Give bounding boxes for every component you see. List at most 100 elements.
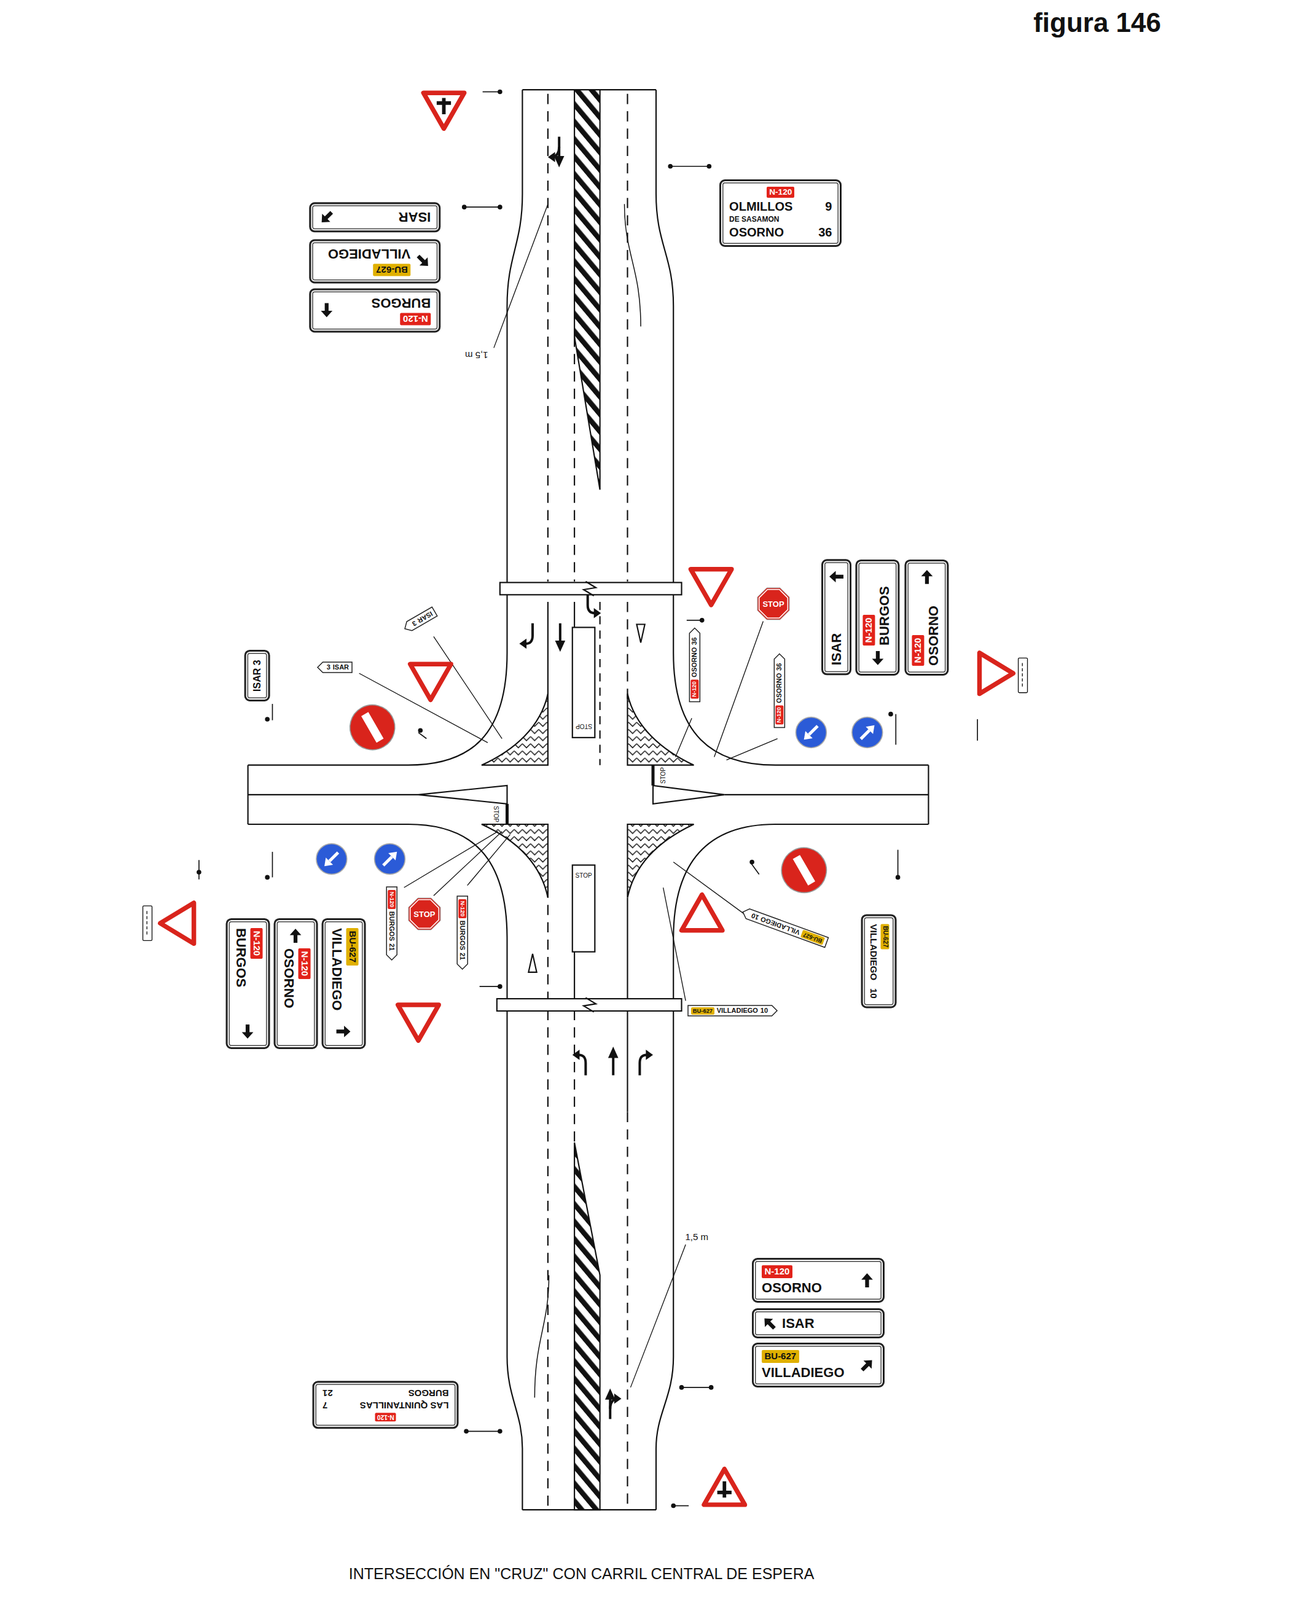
sign-leader-lines	[359, 621, 778, 1002]
direction-arrow	[318, 302, 335, 319]
destination-name: DE SASAMON	[729, 215, 779, 224]
flag-text: ISAR	[332, 663, 349, 672]
arrow-glyph	[318, 209, 335, 225]
flag-sign: N-120 OSORNO36	[688, 627, 701, 703]
stop-sign: STOP	[756, 586, 791, 622]
direction-sign: ISAR	[821, 559, 852, 676]
distance-km: 9	[825, 199, 832, 214]
flag-shape	[688, 1005, 778, 1017]
flag-text: BURGOS	[458, 920, 467, 950]
flag-sign: ISAR3	[401, 606, 438, 635]
distance-plates	[143, 657, 1028, 941]
destination-name: ISAR	[782, 1315, 815, 1332]
crossroads-warning-signs	[423, 92, 745, 1506]
direction-sign: BU-627VILLADIEGO	[321, 918, 366, 1050]
octagon-shape	[757, 587, 790, 620]
arrow-glyph	[242, 1024, 254, 1039]
direction-sign: N-120OSORNO	[904, 559, 949, 676]
distance-km: 36	[818, 225, 832, 240]
destination-name: ISAR	[398, 209, 431, 225]
road-number-badge: BU-627	[880, 923, 889, 950]
sign-posts	[197, 89, 978, 1508]
direction-arrow	[415, 253, 431, 270]
direction-sign: N-120BURGOS	[855, 559, 900, 676]
direction-arrow	[761, 1315, 778, 1332]
flag-text: OSORNO	[690, 647, 699, 678]
flag-shape	[774, 653, 785, 728]
flag-sign: N-120BURGOS 21	[456, 895, 469, 970]
flag-text: 21	[458, 952, 467, 961]
flag-text: 21	[387, 943, 396, 951]
arrow-glyph	[761, 1315, 778, 1332]
flag-text: 36	[690, 637, 699, 646]
direction-sign: BU-627VILLADIEGO10	[860, 914, 897, 1009]
direction-sign: N-120LAS QUINTANILLAS7BURGOS21	[312, 1380, 459, 1429]
destination-name: BURGOS	[371, 295, 431, 311]
destination-name: VILLADIEGO	[328, 928, 345, 1011]
direction-sign: ISAR	[308, 202, 441, 233]
arrow-glyph	[871, 651, 884, 666]
figure-caption: INTERSECCIÓN EN "CRUZ" CON CARRIL CENTRA…	[348, 1565, 815, 1584]
flag-sign: BU-627VILLADIEGO10	[740, 906, 830, 949]
break-marks	[496, 581, 682, 1013]
flag-sign: N-120BURGOS 21	[385, 886, 398, 961]
yield-signs	[160, 569, 1014, 1041]
road-number-badge: N-120	[250, 928, 263, 959]
arrow-glyph	[859, 1357, 875, 1373]
road-edges	[248, 89, 929, 1510]
road-number-badge: N-120	[775, 705, 784, 725]
destination-name: BURGOS	[232, 928, 249, 988]
road-marking-text: STOP	[492, 805, 500, 823]
octagon-border	[410, 899, 440, 929]
octagon-border	[759, 589, 789, 619]
destination-name: ISAR	[828, 633, 845, 666]
arrow-glyph	[289, 928, 302, 943]
direction-arrow	[859, 1357, 875, 1373]
stop-text: STOP	[413, 909, 435, 919]
arrow-glyph	[336, 1025, 351, 1038]
flag-sign: 3ISAR	[316, 661, 353, 674]
road-number-badge: N-120	[388, 890, 397, 910]
destination-name: VILLADIEGO	[327, 246, 410, 262]
destination-name: OSORNO	[729, 225, 784, 240]
road-marking-text: STOP	[659, 767, 667, 784]
flag-text: 10	[760, 1006, 768, 1015]
flag-sign: BU-627VILLADIEGO10	[687, 1004, 778, 1017]
direction-arrow	[918, 568, 935, 585]
destination-name: OSORNO	[280, 948, 297, 1009]
destination-name: OSORNO	[761, 1280, 822, 1296]
no-entry-signs	[341, 696, 835, 901]
distance-km: 10	[868, 987, 879, 999]
distance-km: 7	[322, 1400, 328, 1412]
direction-sign: N-120BURGOS	[308, 288, 441, 333]
flag-shape	[401, 607, 437, 634]
direction-arrow	[318, 209, 335, 225]
flag-shape	[387, 887, 398, 961]
road-number-badge: BU-627	[691, 1007, 715, 1016]
dimension-leaders	[493, 203, 686, 1388]
flag-text: BURGOS	[387, 911, 396, 941]
direction-sign: N-120BURGOS	[225, 918, 270, 1050]
destination-name: BURGOS	[407, 1388, 449, 1399]
mandatory-direction-signs	[316, 717, 883, 875]
road-number-badge: N-120	[298, 948, 311, 980]
road-marking-text: STOP	[575, 723, 593, 730]
lane-arrows	[519, 136, 653, 1420]
flag-text: 36	[775, 663, 784, 671]
road-marking-text: STOP	[575, 872, 593, 880]
direction-sign: ISAR 3	[243, 649, 270, 702]
flag-text: OSORNO	[775, 673, 784, 704]
direction-arrow	[336, 1024, 352, 1040]
flag-shape	[740, 907, 829, 948]
road-number-badge: N-120	[375, 1413, 397, 1423]
direction-sign: BU-627VILLADIEGO	[751, 1342, 885, 1388]
flag-shape	[317, 662, 352, 673]
road-number-badge: N-120	[691, 680, 700, 700]
road-number-badge: N-120	[458, 899, 467, 919]
arrow-glyph	[829, 570, 845, 583]
destination-name: BURGOS	[877, 586, 893, 646]
direction-sign: N-120OLMILLOS9DE SASAMONOSORNO36	[719, 179, 842, 248]
direction-sign: ISAR	[751, 1308, 885, 1339]
